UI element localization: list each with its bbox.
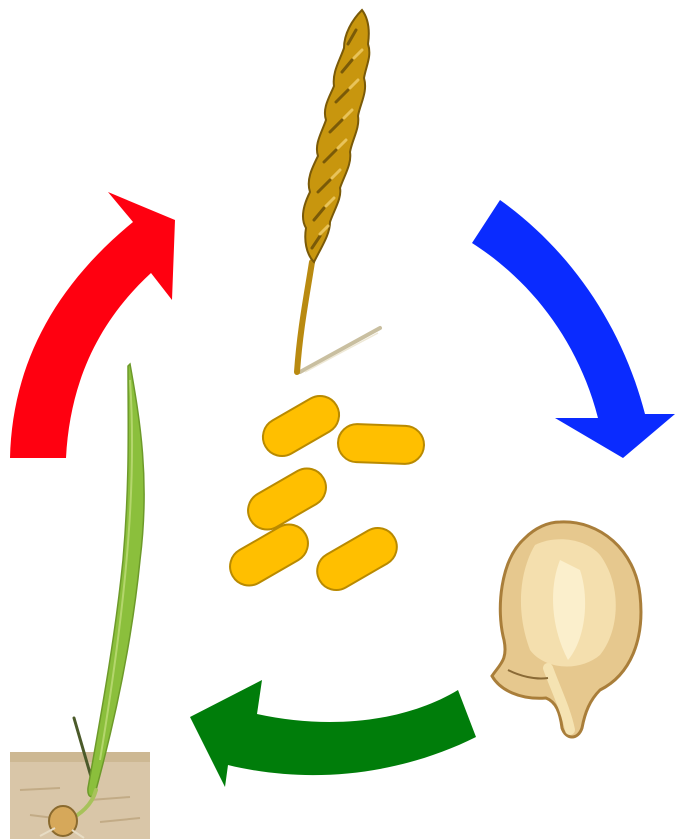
spike-head [303,10,369,262]
arrow-spike-to-germinating-seed [472,200,675,458]
seed [337,424,424,465]
soil [10,752,150,839]
seedling-leaf [88,364,144,797]
seeds [223,389,425,597]
spike-stem [297,262,312,372]
seed [256,389,346,463]
mature-spike [297,10,380,372]
spike-awn [300,328,380,372]
arrow-seedling-to-spike [10,192,175,458]
germinating-seed [492,522,641,737]
arrow-germinating-seed-to-seedling [190,680,476,787]
seed [310,521,403,597]
